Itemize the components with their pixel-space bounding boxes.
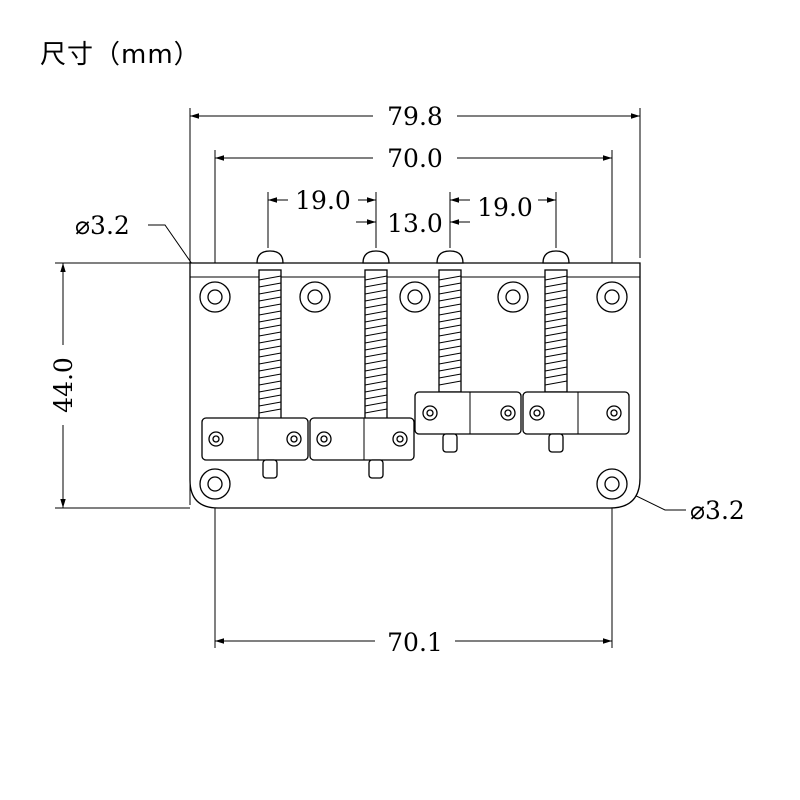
page-title: 尺寸（mm） — [40, 40, 201, 70]
saddle-1 — [201, 417, 309, 479]
dim-hole-diameter-top: ⌀3.2 — [75, 211, 130, 240]
dim-hole-span-top: 70.0 — [387, 144, 443, 173]
springs — [258, 269, 568, 421]
dim-hole-diameter-bottom: ⌀3.2 — [690, 496, 745, 525]
mounting-holes — [199, 281, 628, 500]
dim-string-spacing-middle: 13.0 — [387, 209, 443, 238]
saddle-4 — [522, 391, 630, 453]
extension-lines — [55, 108, 641, 648]
saddle-3 — [414, 391, 522, 453]
dim-string-spacing-left: 19.0 — [295, 186, 351, 215]
dim-height: 44.0 — [49, 357, 78, 413]
intonation-screw-heads — [256, 250, 570, 264]
dim-hole-span-bottom: 70.1 — [387, 628, 443, 657]
saddle-2 — [309, 417, 415, 479]
dim-overall-width: 79.8 — [387, 102, 443, 131]
dim-string-spacing-right: 19.0 — [477, 193, 533, 222]
